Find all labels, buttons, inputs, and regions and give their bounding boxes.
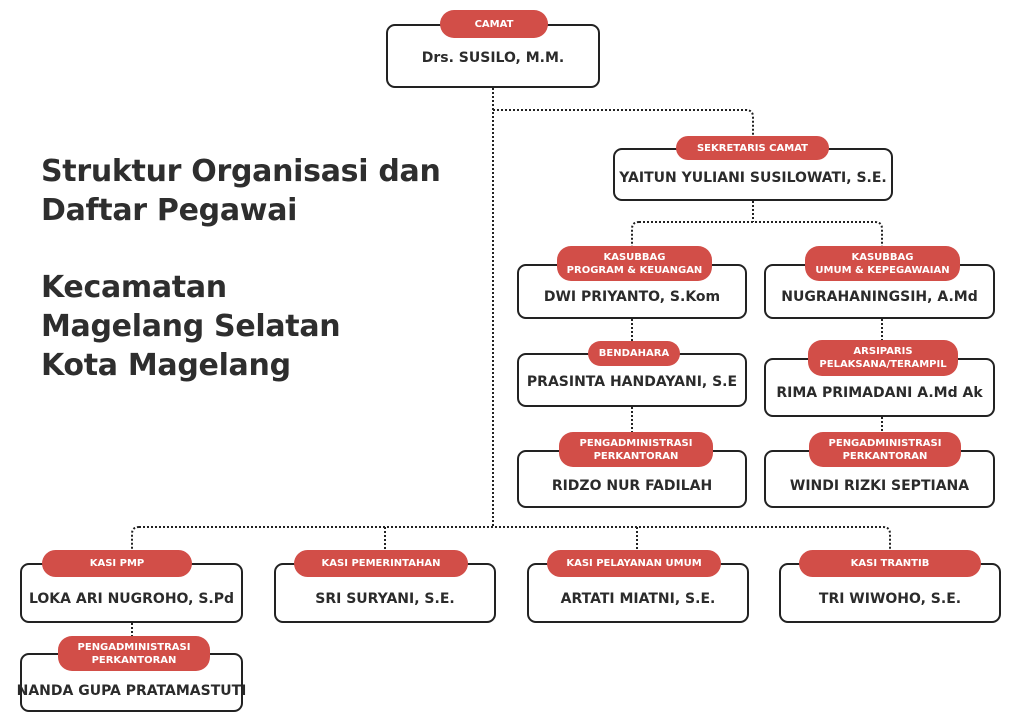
connector-camat-sekretaris (493, 109, 754, 148)
employee-name: TRI WIWOHO, S.E. (818, 591, 962, 607)
employee-name: DWI PRIYANTO, S.Kom (543, 289, 721, 305)
role-badge: KASUBBAG UMUM & KEPEGAWAIAN (805, 246, 960, 281)
page-title-line: Daftar Pegawai (41, 193, 298, 228)
role-badge: CAMAT (440, 10, 548, 38)
employee-name: NUGRAHANINGSIH, A.Md (781, 289, 978, 305)
role-badge: PENGADMINISTRASI PERKANTORAN (559, 432, 713, 467)
role-badge: KASI TRANTIB (799, 550, 981, 577)
role-badge: KASUBBAG PROGRAM & KEUANGAN (557, 246, 712, 281)
role-badge: KASI PELAYANAN UMUM (547, 550, 721, 577)
page-subtitle-line: Magelang Selatan (41, 309, 341, 344)
employee-name: PRASINTA HANDAYANI, S.E (526, 374, 738, 390)
page-subtitle-line: Kecamatan (41, 270, 227, 305)
employee-name: WINDI RIZKI SEPTIANA (789, 478, 970, 494)
employee-name: RIMA PRIMADANI A.Md Ak (776, 385, 983, 401)
connector-kasi-bar (131, 526, 891, 550)
role-badge: ARSIPARIS PELAKSANA/TERAMPIL (808, 340, 958, 376)
role-badge: KASI PEMERINTAHAN (294, 550, 468, 577)
role-badge: BENDAHARA (588, 341, 680, 366)
role-badge: PENGADMINISTRASI PERKANTORAN (809, 432, 961, 467)
role-badge: KASI PMP (42, 550, 192, 577)
node-arsiparis: RIMA PRIMADANI A.Md Ak (764, 358, 995, 417)
employee-name: LOKA ARI NUGROHO, S.Pd (28, 591, 235, 607)
employee-name: ARTATI MIATNI, S.E. (560, 591, 716, 607)
page-title-line: Struktur Organisasi dan (41, 154, 441, 189)
employee-name: YAITUN YULIANI SUSILOWATI, S.E. (619, 170, 887, 186)
employee-name: Drs. SUSILO, M.M. (421, 50, 565, 66)
employee-name: RIDZO NUR FADILAH (551, 478, 713, 494)
node-bendahara: PRASINTA HANDAYANI, S.E (517, 353, 747, 407)
role-badge: SEKRETARIS CAMAT (676, 136, 829, 160)
employee-name: SRI SURYANI, S.E. (315, 591, 455, 607)
employee-name: NANDA GUPA PRATAMASTUTI (16, 683, 247, 699)
connector-sekretaris-kasubbag (631, 201, 883, 246)
page-subtitle-line: Kota Magelang (41, 348, 291, 383)
role-badge: PENGADMINISTRASI PERKANTORAN (58, 636, 210, 671)
